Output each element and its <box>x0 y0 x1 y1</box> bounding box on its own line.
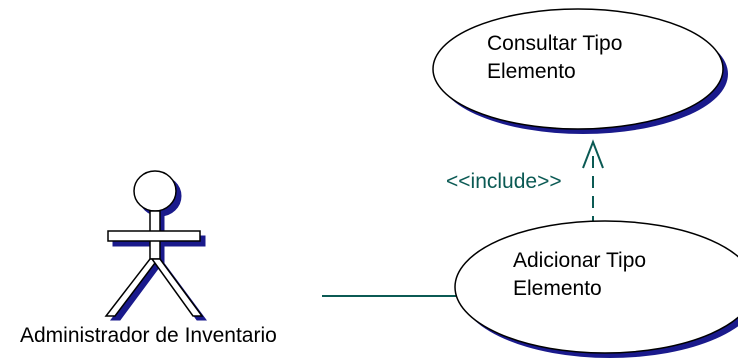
actor-stick-figure-icon[interactable] <box>104 170 207 321</box>
use-case-adicionar[interactable] <box>454 220 738 358</box>
use-case-consultar-ellipse <box>432 8 724 130</box>
use-case-adicionar-label: Adicionar Tipo Elemento <box>513 249 647 300</box>
include-dependency <box>582 139 604 228</box>
actor-name-label: Administrador de Inventario <box>20 324 277 347</box>
use-case-adicionar-ellipse <box>454 220 738 354</box>
actor-figure <box>104 170 204 317</box>
include-arrowhead-icon <box>582 139 604 169</box>
include-stereotype-label: <<include>> <box>446 170 562 193</box>
use-case-consultar-label: Consultar Tipo Elemento <box>487 32 623 83</box>
use-case-consultar[interactable] <box>432 8 728 134</box>
